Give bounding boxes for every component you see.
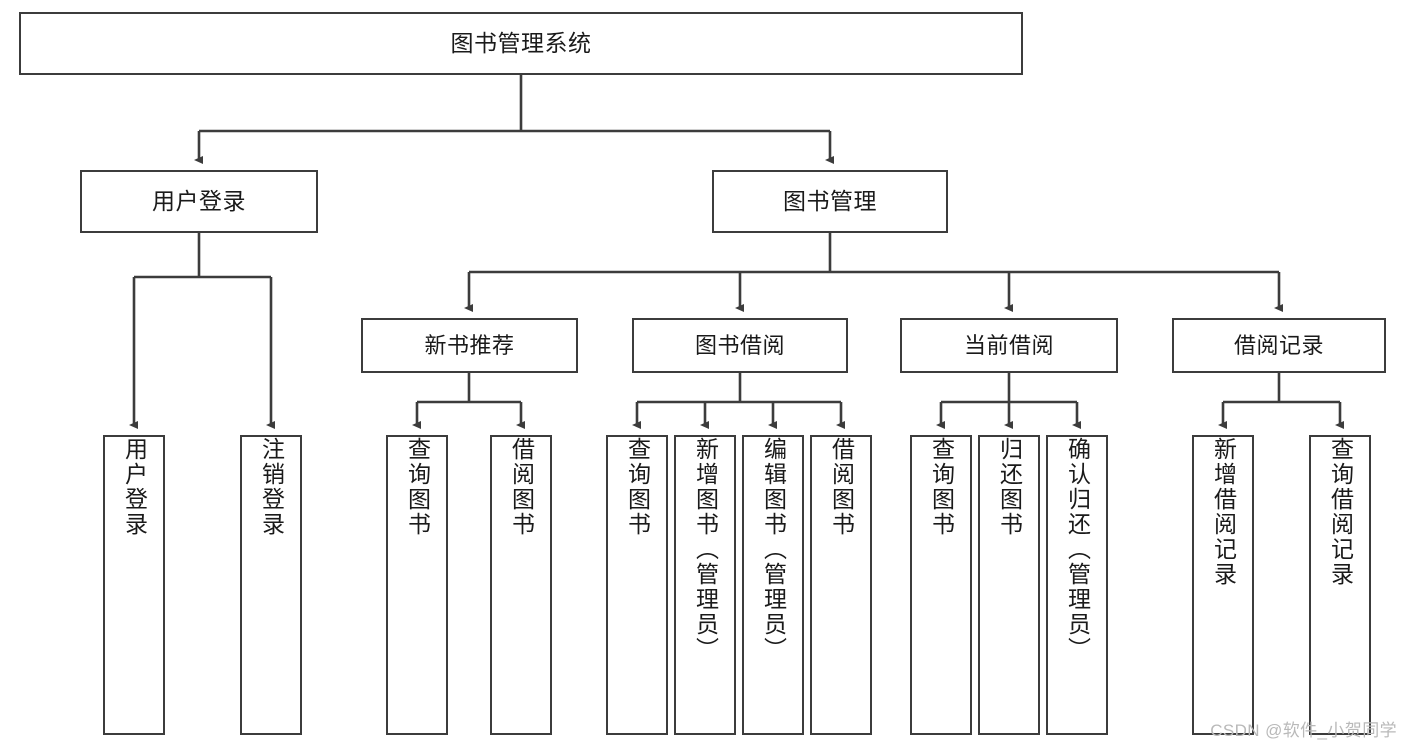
leaf-new-book-query-book[interactable]: 查询图书	[386, 435, 448, 735]
node-label: 借阅图书	[828, 437, 855, 537]
node-borrow-record[interactable]: 借阅记录	[1172, 318, 1386, 373]
leaf-current-borrow-return-book[interactable]: 归还图书	[978, 435, 1040, 735]
node-label: 图书借阅	[694, 332, 785, 358]
node-label: 查询图书	[624, 437, 651, 537]
node-label: 查询借阅记录	[1327, 437, 1354, 587]
node-label: 查询图书	[928, 437, 955, 537]
leaf-borrow-record-query-record[interactable]: 查询借阅记录	[1309, 435, 1371, 735]
node-label: 新增借阅记录	[1210, 437, 1237, 587]
node-root-book-management-system[interactable]: 图书管理系统	[19, 12, 1023, 75]
node-book-borrow[interactable]: 图书借阅	[632, 318, 848, 373]
node-label: 图书管理系统	[450, 29, 592, 56]
node-user-login[interactable]: 用户登录	[80, 170, 318, 233]
leaf-book-borrow-add-book-admin[interactable]: 新增图书（管理员）	[674, 435, 736, 735]
node-label: 注销登录	[258, 437, 285, 537]
node-label: 新书推荐	[424, 332, 515, 358]
leaf-current-borrow-query-book[interactable]: 查询图书	[910, 435, 972, 735]
node-label: 用户登录	[152, 187, 246, 214]
leaf-user-login-login[interactable]: 用户登录	[103, 435, 165, 735]
leaf-book-borrow-borrow-book[interactable]: 借阅图书	[810, 435, 872, 735]
node-label: 借阅记录	[1233, 332, 1324, 358]
leaf-borrow-record-add-record[interactable]: 新增借阅记录	[1192, 435, 1254, 735]
node-current-borrow[interactable]: 当前借阅	[900, 318, 1118, 373]
node-label: 确认归还（管理员）	[1064, 437, 1091, 662]
node-label: 用户登录	[121, 437, 148, 537]
node-label: 新增图书（管理员）	[692, 437, 719, 662]
leaf-book-borrow-query-book[interactable]: 查询图书	[606, 435, 668, 735]
node-label: 归还图书	[996, 437, 1023, 537]
leaf-user-login-logout[interactable]: 注销登录	[240, 435, 302, 735]
node-label: 编辑图书（管理员）	[760, 437, 787, 662]
node-label: 查询图书	[404, 437, 431, 537]
leaf-book-borrow-edit-book-admin[interactable]: 编辑图书（管理员）	[742, 435, 804, 735]
leaf-new-book-borrow-book[interactable]: 借阅图书	[490, 435, 552, 735]
leaf-current-borrow-confirm-return-admin[interactable]: 确认归还（管理员）	[1046, 435, 1108, 735]
node-book-management[interactable]: 图书管理	[712, 170, 948, 233]
node-label: 图书管理	[783, 187, 877, 214]
node-label: 当前借阅	[963, 332, 1054, 358]
node-label: 借阅图书	[508, 437, 535, 537]
watermark-text: CSDN @软件_小贺同学	[1210, 721, 1397, 740]
node-new-book-recommend[interactable]: 新书推荐	[361, 318, 578, 373]
